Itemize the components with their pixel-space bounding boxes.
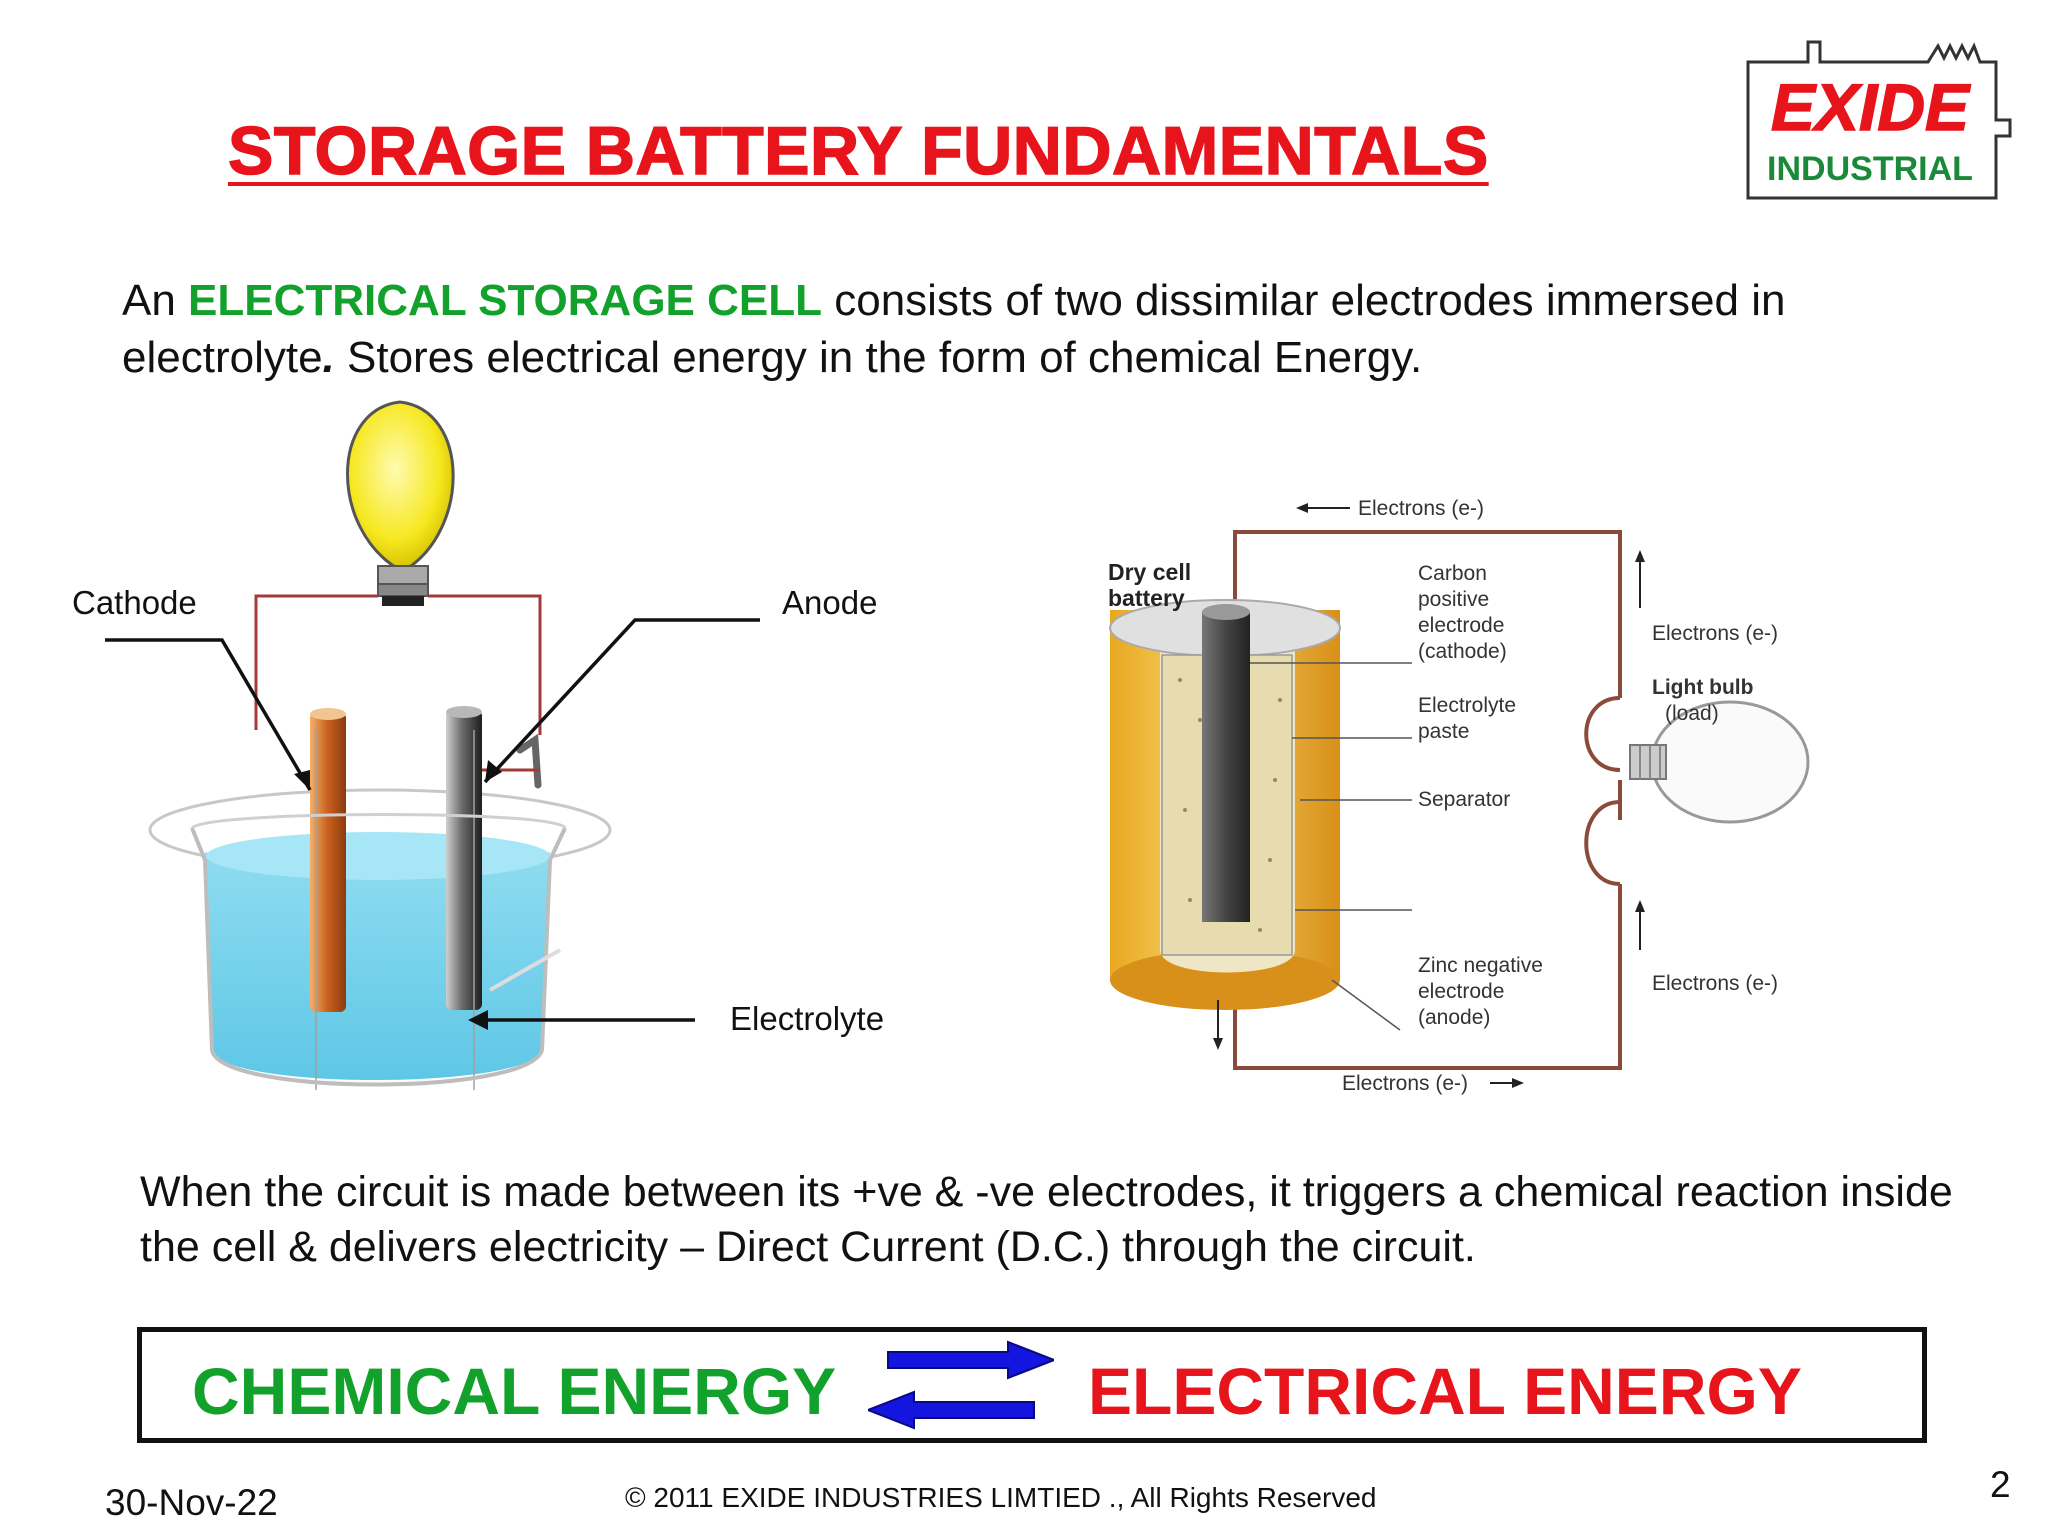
beaker-cell-diagram (105, 400, 760, 1090)
switch-icon (516, 733, 542, 789)
circuit-paragraph: When the circuit is made between its +ve… (140, 1168, 1953, 1271)
zinc-label-3: (anode) (1418, 1006, 1490, 1029)
cathode-label: Cathode (72, 584, 197, 621)
dry-cell-title-2: battery (1108, 585, 1185, 611)
carbon-label-4: (cathode) (1418, 640, 1507, 663)
light-bulb-icon (346, 400, 455, 606)
circuit-wire-right (428, 594, 542, 730)
footer-copyright: © 2011 EXIDE INDUSTRIES LIMTIED ., All R… (625, 1482, 1377, 1513)
dry-cell-diagram: Dry cell battery Electrons (e-) Electron… (1108, 497, 1810, 1095)
bidirectional-arrows-icon (868, 1340, 1054, 1430)
dry-cell-title-1: Dry cell (1108, 559, 1191, 585)
carbon-label-3: electrode (1418, 614, 1504, 637)
electrons-right-upper-label: Electrons (e-) (1652, 622, 1778, 645)
intro-tail: Stores electrical energy in the form of … (334, 333, 1423, 382)
exide-logo: EXIDE INDUSTRIAL (1746, 40, 2012, 200)
electrolyte-liquid (205, 852, 550, 1080)
intro-dot: . (322, 333, 335, 382)
bulb-label-1: Light bulb (1652, 676, 1753, 699)
electrolyte-paste-label-2: paste (1418, 720, 1469, 743)
footer-date: 30-Nov-22 (105, 1482, 278, 1523)
energy-conversion-box (137, 1327, 1927, 1443)
logo-text-industrial: INDUSTRIAL (1767, 150, 1973, 188)
electrical-energy-label: ELECTRICAL ENERGY (1088, 1354, 1802, 1428)
chemical-energy-label: CHEMICAL ENERGY (192, 1354, 837, 1428)
electrons-right-lower-label: Electrons (e-) (1652, 972, 1778, 995)
logo-text-exide: EXIDE (1771, 70, 1971, 144)
copper-electrode (310, 712, 346, 1012)
intro-paragraph: An ELECTRICAL STORAGE CELL consists of t… (122, 272, 1982, 386)
anode-label: Anode (782, 584, 878, 621)
bulb-label-2: (load) (1665, 702, 1719, 725)
intro-text: consists of two dissimilar electrodes im… (122, 276, 1786, 382)
intro-highlight: ELECTRICAL STORAGE CELL (188, 276, 823, 325)
intro-prefix: An (122, 276, 189, 325)
electrolyte-label: Electrolyte (730, 1000, 885, 1037)
zinc-electrode (446, 710, 482, 1010)
circuit-wire-left (254, 594, 378, 730)
page-number: 2 (1990, 1464, 2011, 1505)
electrolyte-paste-label-1: Electrolyte (1418, 694, 1516, 717)
carbon-label-2: positive (1418, 588, 1489, 611)
electrons-bottom-label: Electrons (e-) (1342, 1072, 1468, 1095)
electrons-top-label: Electrons (e-) (1358, 497, 1484, 520)
slide-title: STORAGE BATTERY FUNDAMENTALS (227, 112, 1489, 190)
zinc-label-1: Zinc negative (1418, 954, 1543, 977)
separator-label: Separator (1418, 788, 1510, 811)
carbon-label-1: Carbon (1418, 562, 1487, 585)
load-bulb-icon (1629, 700, 1810, 824)
zinc-label-2: electrode (1418, 980, 1504, 1003)
